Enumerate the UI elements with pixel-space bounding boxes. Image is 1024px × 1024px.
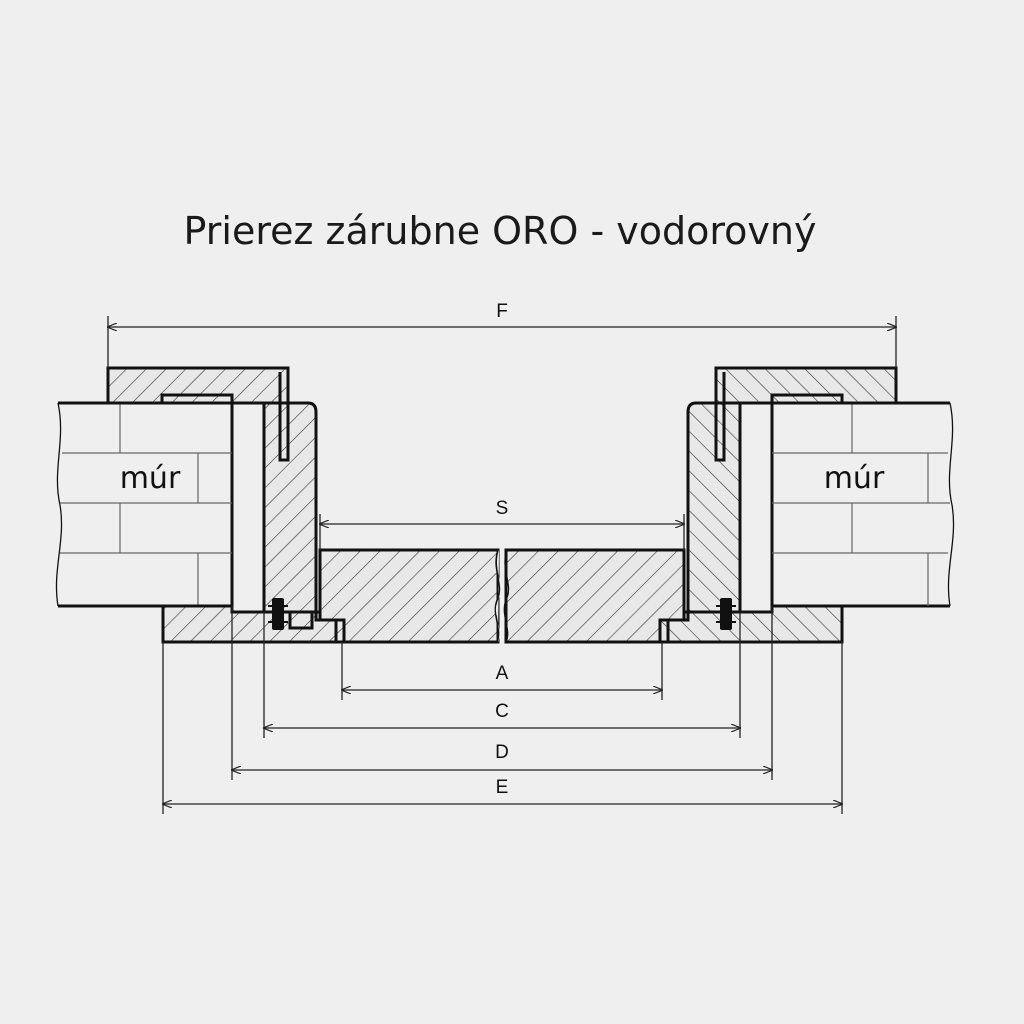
left-wall: múr: [55, 401, 234, 608]
dimension-s: S: [320, 498, 684, 550]
dimension-label-c: C: [495, 701, 509, 722]
dimension-label-a: A: [496, 663, 509, 684]
dimension-f: F: [108, 301, 896, 368]
dimension-label-d: D: [495, 742, 509, 763]
right-wall: múr: [770, 401, 955, 608]
dimension-label-s: S: [496, 498, 509, 519]
dimension-e: E: [163, 642, 842, 814]
dimension-label-f: F: [496, 301, 508, 322]
wall-label-left: múr: [120, 461, 181, 496]
dimension-label-e: E: [496, 777, 509, 798]
dimension-c: C: [264, 612, 740, 738]
wall-label-right: múr: [824, 461, 885, 496]
dimension-a: A: [342, 642, 662, 700]
door-leaf: [318, 548, 686, 644]
right-frame: [652, 366, 898, 644]
dimension-d: D: [232, 606, 772, 780]
left-frame: [106, 366, 352, 644]
diagram-title: Prierez zárubne ORO - vodorovný: [184, 209, 817, 253]
